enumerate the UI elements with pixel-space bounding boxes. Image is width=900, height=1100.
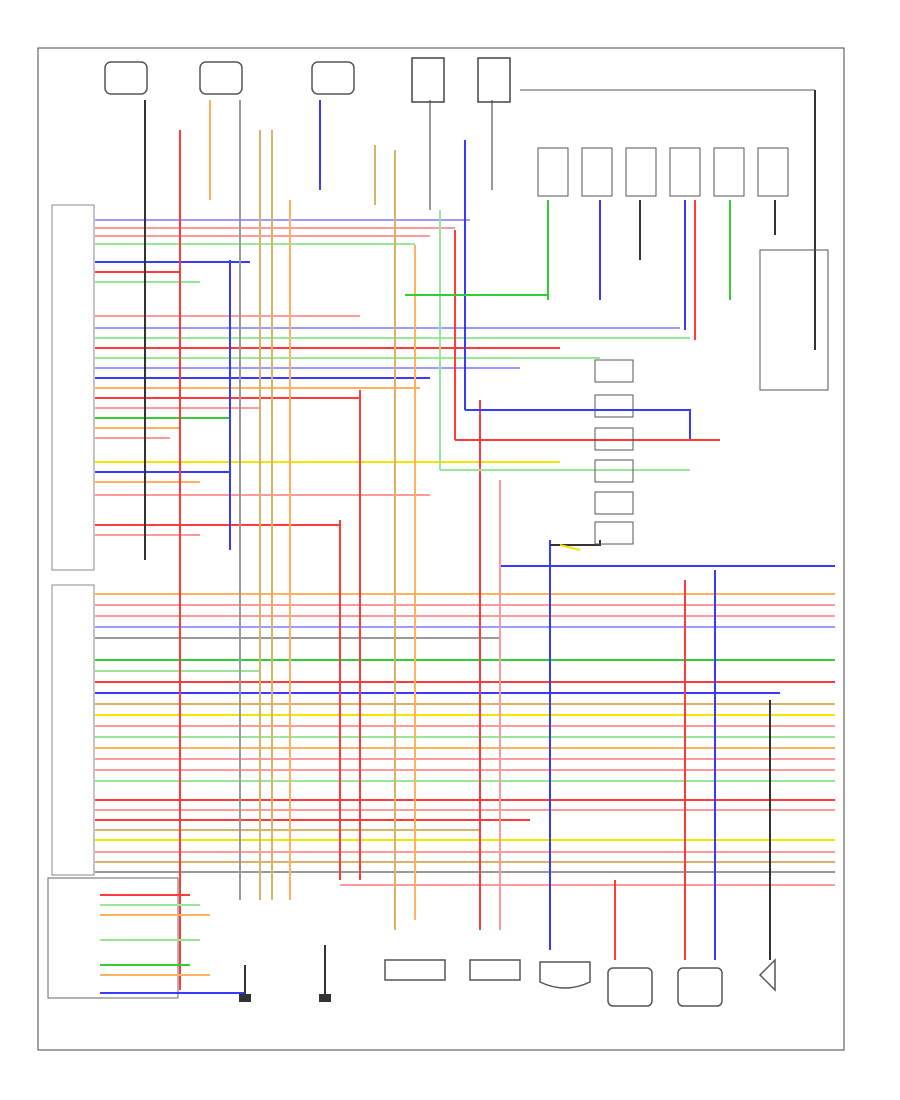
sensor-2: [199, 61, 243, 95]
wire: [559, 544, 581, 551]
top-switch-group: [411, 57, 511, 103]
relay: [594, 359, 634, 383]
ground-1-symbol: [319, 994, 331, 1002]
relay-wiring: [405, 240, 720, 551]
relay: [713, 147, 745, 197]
lower-wire-bundle: [95, 565, 835, 886]
sensor-bottom-3: [677, 967, 723, 1007]
sensor-1: [104, 61, 148, 95]
sensor-bottom-1: [539, 961, 591, 989]
right-module: [759, 249, 829, 391]
relay: [594, 394, 634, 418]
wire: [465, 409, 691, 440]
relay: [581, 147, 613, 197]
relay: [594, 459, 634, 483]
pcm-lower-block: [51, 584, 95, 876]
relay: [669, 147, 701, 197]
connector-a: [384, 959, 446, 981]
wire: [550, 540, 601, 546]
lower-left-module: [47, 877, 179, 999]
vertical-wire-bundle: [144, 90, 816, 990]
switch-2: [477, 57, 511, 103]
sensor-bottom-2: [607, 967, 653, 1007]
relay-bank: [520, 89, 815, 197]
top-sensor-group: [104, 61, 355, 95]
pcm-connector-column: [51, 204, 95, 876]
connector-b: [469, 959, 521, 981]
ground-symbols: [239, 945, 331, 1002]
lower-left-module-wires: [100, 894, 245, 994]
relay: [537, 147, 569, 197]
relay: [757, 147, 789, 197]
relay: [594, 427, 634, 451]
mid-right-relays: [594, 359, 634, 545]
relay: [594, 491, 634, 515]
bottom-component-group: [384, 958, 776, 1007]
diagram-frame: [37, 47, 845, 1051]
relay: [594, 521, 634, 545]
pcm-upper-block: [51, 204, 95, 571]
sensor-3: [311, 61, 355, 95]
engine-ground-symbol: [239, 994, 251, 1002]
switch-1: [411, 57, 445, 103]
relay: [625, 147, 657, 197]
switch-bottom: [758, 958, 776, 992]
wire: [405, 240, 549, 296]
